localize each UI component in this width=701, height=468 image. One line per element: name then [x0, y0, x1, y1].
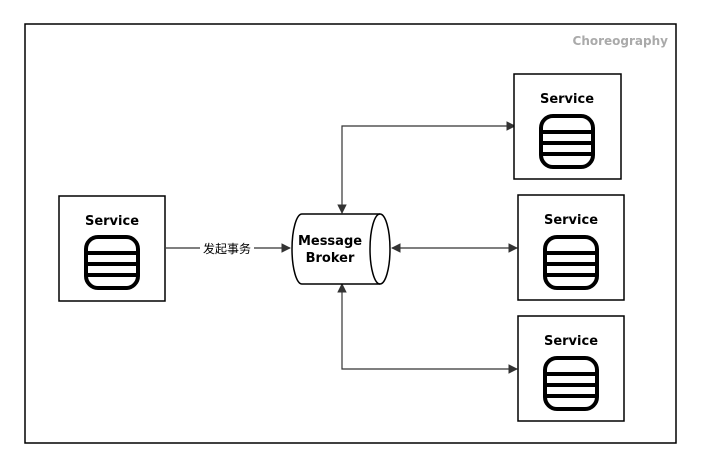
database-icon [543, 356, 599, 411]
service-label: Service [540, 92, 594, 107]
frame-title: Choreography [573, 34, 669, 48]
edge-broker-service-bottom [337, 283, 518, 374]
service-label: Service [544, 213, 598, 228]
edge-label-bg [200, 240, 254, 256]
database-icon [84, 235, 140, 290]
service-node-left: Service [58, 195, 166, 302]
service-label: Service [85, 214, 139, 229]
service-label: Service [544, 334, 598, 349]
service-node-middle: Service [517, 194, 625, 301]
broker-label-line2: Broker [306, 251, 355, 266]
edge-broker-service-top [337, 121, 516, 214]
service-node-bottom: Service [517, 315, 625, 422]
broker-label-line1: Message [298, 234, 362, 249]
message-broker: Message Broker [291, 213, 391, 285]
database-icon [543, 235, 599, 290]
database-icon [539, 114, 595, 169]
service-node-top: Service [513, 73, 622, 180]
edge-label-initiate-transaction: 发起事务 [203, 241, 251, 256]
